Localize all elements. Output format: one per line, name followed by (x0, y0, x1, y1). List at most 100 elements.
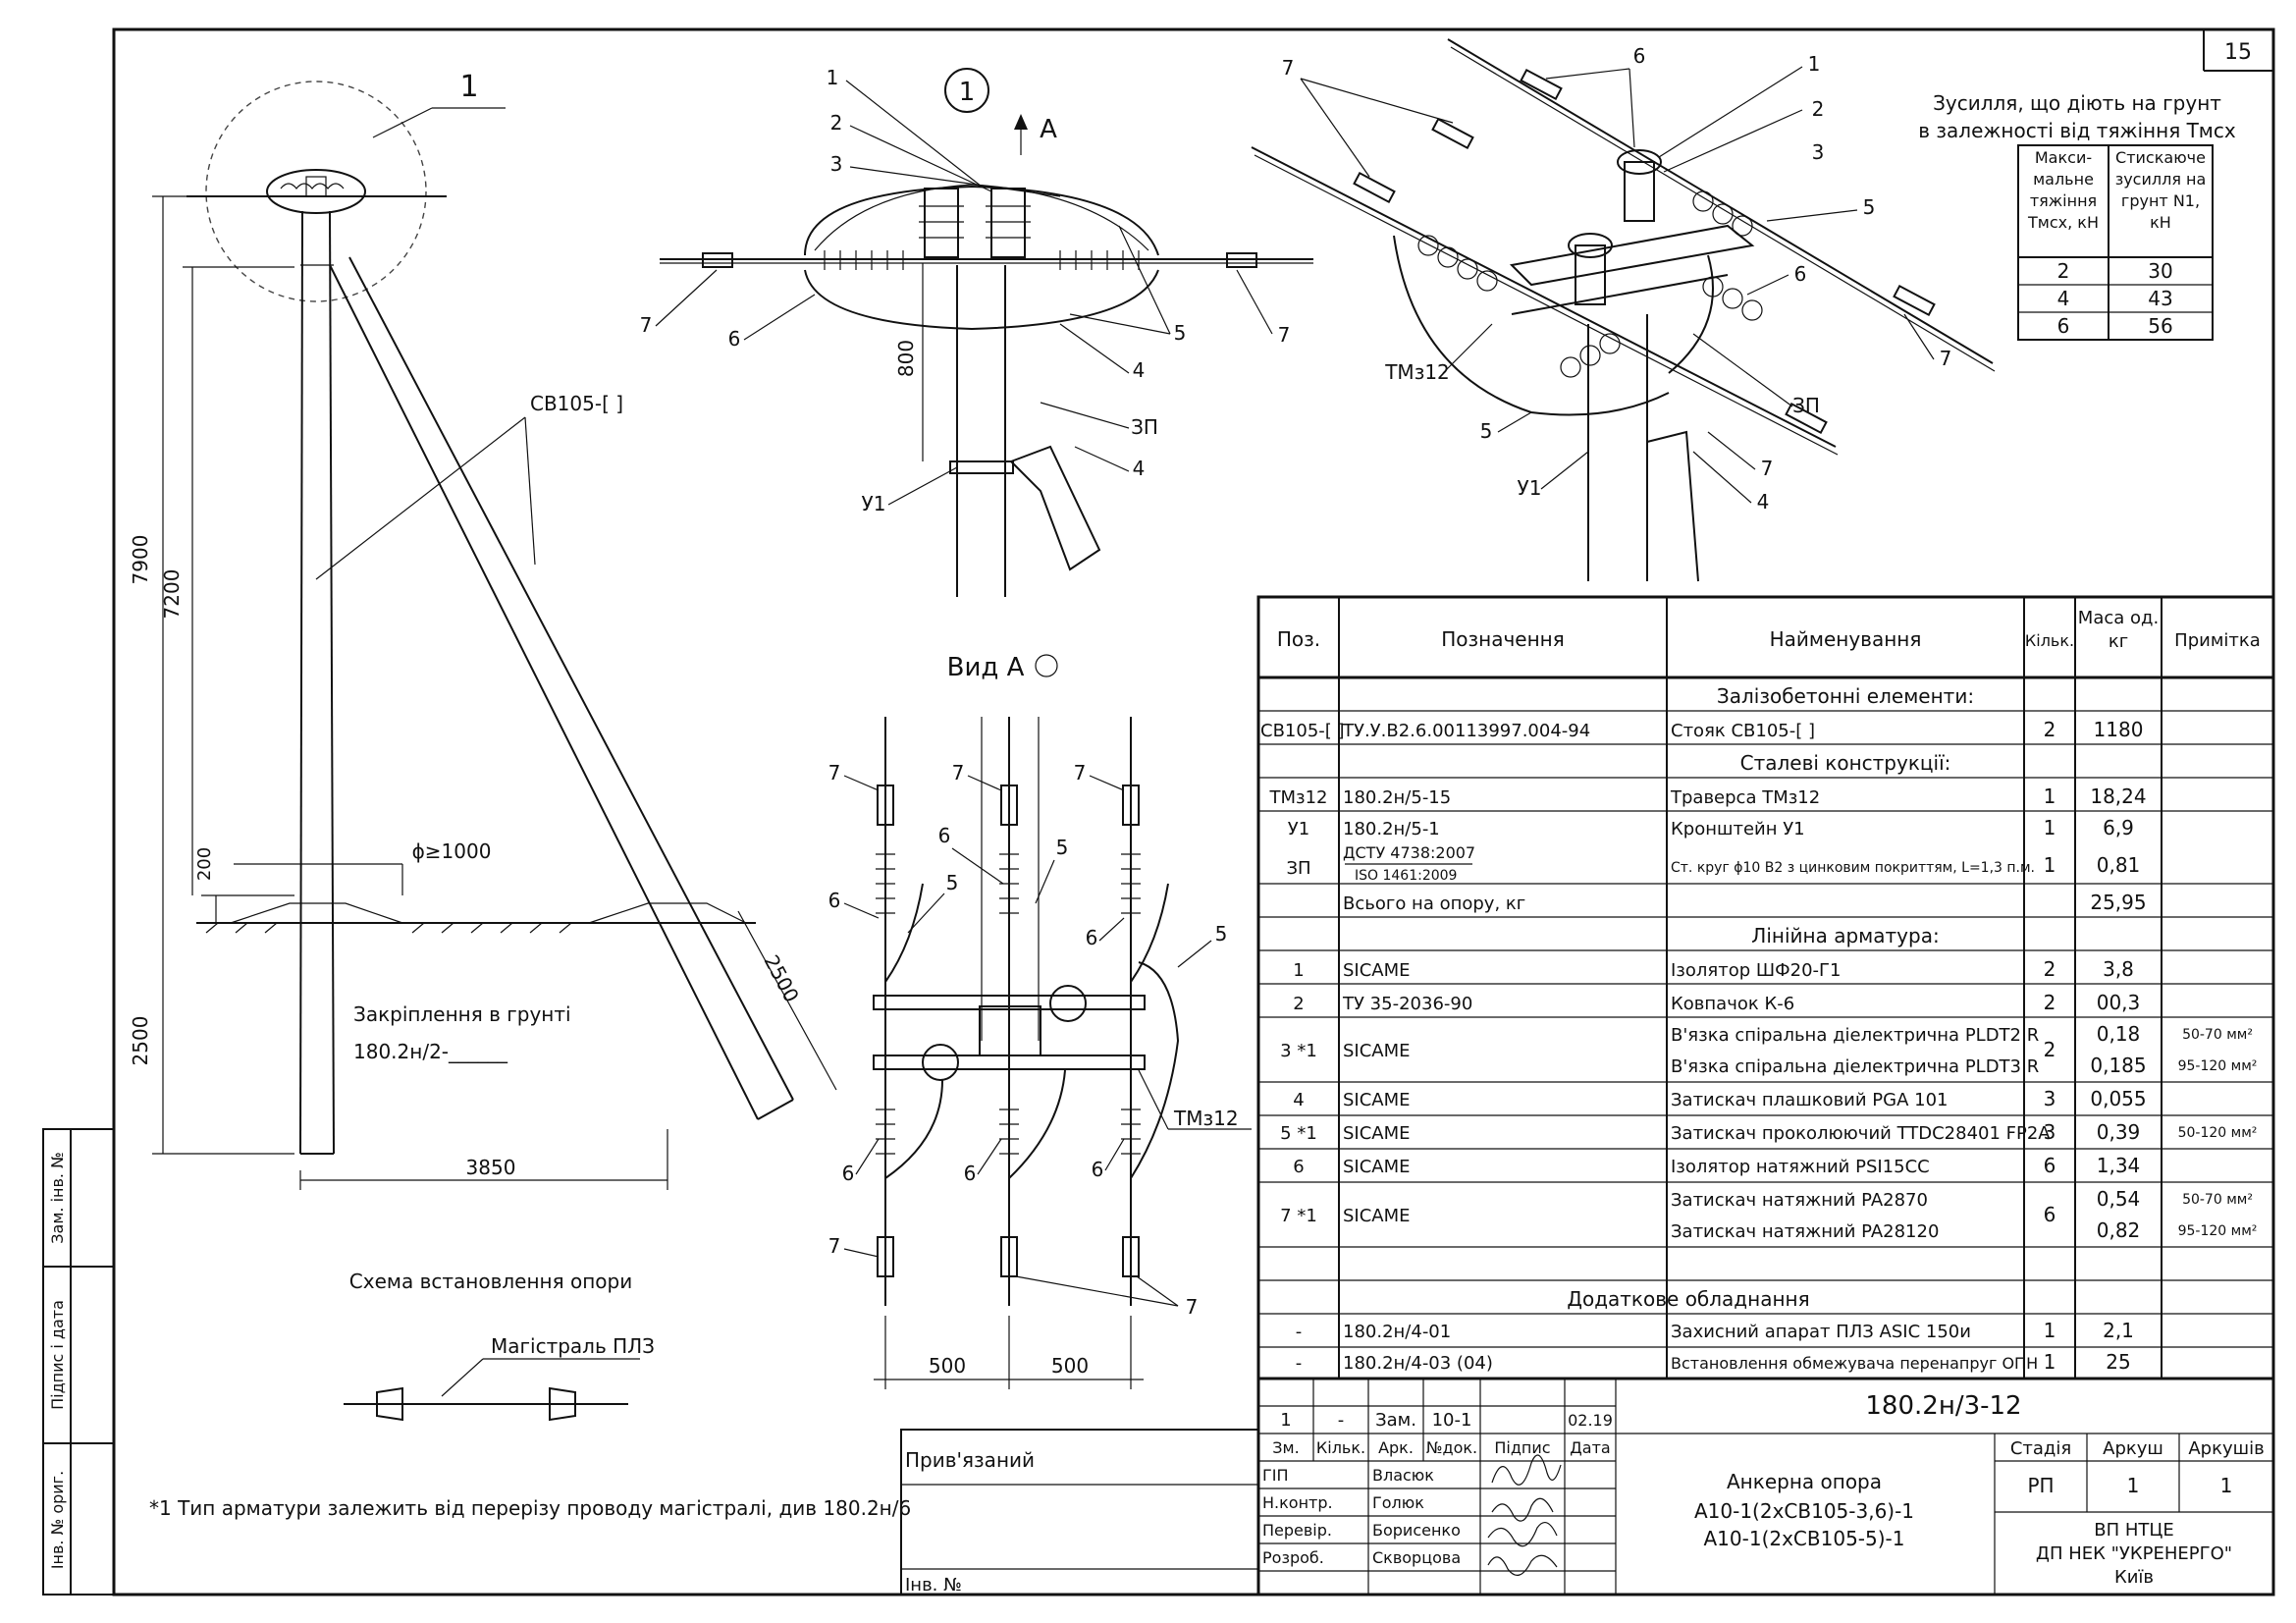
spec-r1-pos: ТМз12 (1268, 787, 1327, 808)
force-row-1-force: 30 (2148, 259, 2172, 283)
title-block: Прив'язаний Інв. № 180.2н/3-12 1 - З (900, 1377, 2275, 1596)
dim-500-left: 500 (929, 1354, 966, 1378)
spec-r12-mass: 2,1 (2103, 1319, 2134, 1342)
spec-r11-name2: Затискач натяжний PA28120 (1671, 1221, 1939, 1242)
spec-r12-name: Захисний апарат ПЛЗ ASIC 150и (1671, 1322, 1971, 1342)
spec-r13-qty: 1 (2044, 1350, 2056, 1374)
rev-h-3: Арк. (1378, 1438, 1414, 1457)
spec-header-name: Найменування (1770, 627, 1922, 651)
spec-r5-pos: 1 (1293, 960, 1304, 981)
isometric-view: 7 6 1 2 3 5 6 7 ЗП 7 4 5 У1 ТМз12 (1251, 38, 1996, 582)
detail1-label-7b: 7 (1278, 323, 1291, 347)
spec-r8-pos: 4 (1293, 1090, 1304, 1110)
rev-3: Зам. (1375, 1410, 1416, 1431)
spec-r8-des: SICAME (1343, 1090, 1411, 1110)
spec-r5-des: SICAME (1343, 960, 1411, 981)
view-a-title: Вид А (947, 653, 1025, 682)
spec-r10-des: SICAME (1343, 1157, 1411, 1177)
spec-r2-pos: У1 (1288, 819, 1309, 839)
view-a-label-6d: 6 (842, 1162, 855, 1185)
view-a-label-5c: 5 (1215, 922, 1228, 946)
dim-7900: 7900 (129, 535, 152, 585)
ground-fix-label: Закріплення в грунті (353, 1002, 571, 1026)
view-a-label-7b: 7 (952, 761, 965, 784)
side-stamp: Зам. інв. № Підпис і дата Інв. № ориг. (42, 1128, 115, 1596)
spec-r3-mass: 0,81 (2097, 853, 2141, 877)
view-a-label-6c: 6 (1086, 926, 1098, 949)
force-row-3-tension: 6 (2057, 314, 2070, 338)
spec-section-steel: Сталеві конструкції: (1740, 751, 1951, 775)
staff-name-2: Голюк (1372, 1493, 1424, 1512)
org-line-2: ДП НЕК "УКРЕНЕРГО" (2036, 1543, 2232, 1564)
spec-r6-name: Ковпачок К-6 (1671, 994, 1794, 1014)
spec-r13-pos: - (1296, 1353, 1303, 1374)
spec-r8-name: Затискач плашковий PGA 101 (1671, 1090, 1949, 1110)
staff-name-4: Скворцова (1372, 1548, 1461, 1567)
iso-label-u1: У1 (1518, 476, 1542, 500)
view-a-traverse-label: ТМз12 (1173, 1107, 1239, 1130)
spec-r11-name: Затискач натяжний PA2870 (1671, 1190, 1928, 1211)
detail1-label-3: 3 (830, 152, 843, 176)
iso-label-tmz12: ТМз12 (1384, 360, 1450, 384)
view-arrow-label: А (1040, 115, 1057, 144)
view-a-label-6f: 6 (1092, 1158, 1104, 1181)
inv-label: Інв. № (905, 1575, 962, 1596)
spec-r9-name: Затискач проколюючий TTDC28401 FP2A (1671, 1123, 2051, 1144)
detail1-label-4a: 4 (1133, 358, 1146, 382)
spec-r7-des: SICAME (1343, 1041, 1411, 1061)
spec-table: Поз. Позначення Найменування Кільк. Маса… (1256, 595, 2275, 1380)
force-header-compression: Стискаюче зусилля на грунт N1, кН (2114, 148, 2207, 232)
spec-r2-qty: 1 (2044, 816, 2056, 839)
view-a-label-5a: 5 (946, 871, 959, 894)
force-caption-1: Зусилля, що діють на грунт (1933, 91, 2221, 115)
spec-r11-des: SICAME (1343, 1206, 1411, 1226)
ground-fix-ref: 180.2н/2-______ (353, 1040, 508, 1063)
spec-r7-pos: 3 *1 (1280, 1041, 1317, 1061)
spec-r0-pos: СВ105-[ ] (1260, 721, 1345, 741)
staff-name-1: Власюк (1372, 1466, 1434, 1485)
side-stamp-replace-inv: Зам. інв. № (48, 1152, 67, 1243)
org-line-3: Київ (2114, 1567, 2154, 1588)
spec-r6-des: ТУ 35-2036-90 (1342, 994, 1472, 1014)
spec-header-mass: Маса од. кг (2077, 608, 2160, 652)
spec-r11-note2: 95-120 мм² (2178, 1223, 2258, 1239)
staff-role-3: Перевір. (1262, 1521, 1332, 1540)
force-caption-2: в залежності від тяжіння Тмсх (1918, 119, 2236, 142)
spec-r5-qty: 2 (2044, 957, 2056, 981)
force-row-1-tension: 2 (2057, 259, 2070, 283)
spec-r0-des: ТУ.У.В2.6.00113997.004-94 (1342, 721, 1590, 741)
footnote: *1 Тип арматури залежить від перерізу пр… (149, 1496, 911, 1520)
sheet-number: 15 (2224, 40, 2252, 65)
spec-r13-mass: 25 (2106, 1350, 2130, 1374)
spec-r6-pos: 2 (1293, 994, 1304, 1014)
spec-r9-mass: 0,39 (2097, 1120, 2141, 1144)
spec-r12-qty: 1 (2044, 1319, 2056, 1342)
scheme-title: Схема встановлення опори (349, 1270, 632, 1293)
spec-r10-mass: 1,34 (2097, 1154, 2141, 1177)
spec-section-extra: Додаткове обладнання (1567, 1287, 1809, 1311)
spec-r10-qty: 6 (2044, 1154, 2056, 1177)
pole-label: СВ105-[ ] (530, 392, 623, 415)
callout-1-left: 1 (459, 70, 478, 104)
title-line-2: А10-1(2хСВ105-3,6)-1 (1694, 1499, 1914, 1523)
spec-r11-mass: 0,54 (2097, 1187, 2141, 1211)
spec-r1-name: Траверса ТМз12 (1670, 787, 1820, 808)
rev-1: 1 (1280, 1410, 1291, 1431)
spec-r12-pos: - (1296, 1322, 1303, 1342)
spec-r9-pos: 5 *1 (1280, 1123, 1317, 1144)
iso-label-6b: 6 (1794, 262, 1807, 286)
spec-r5-mass: 3,8 (2103, 957, 2134, 981)
rev-h-4: №док. (1426, 1438, 1477, 1457)
dim-3850: 3850 (466, 1156, 516, 1179)
iso-label-6a: 6 (1633, 44, 1646, 68)
detail1-label-zp: ЗП (1131, 415, 1158, 439)
detail1-label-7a: 7 (640, 313, 653, 337)
spec-header-qty: Кільк. (2025, 631, 2074, 650)
detail-1-callout: 1 (959, 78, 976, 107)
spec-header-note: Примітка (2174, 630, 2261, 651)
iso-label-7b: 7 (1940, 347, 1952, 370)
dim-7200: 7200 (160, 569, 184, 620)
iso-label-5a: 5 (1863, 195, 1876, 219)
spec-r13-name: Встановлення обмежувача перенапруг ОПН (1671, 1354, 2038, 1373)
spec-r1-mass: 18,24 (2090, 784, 2146, 808)
